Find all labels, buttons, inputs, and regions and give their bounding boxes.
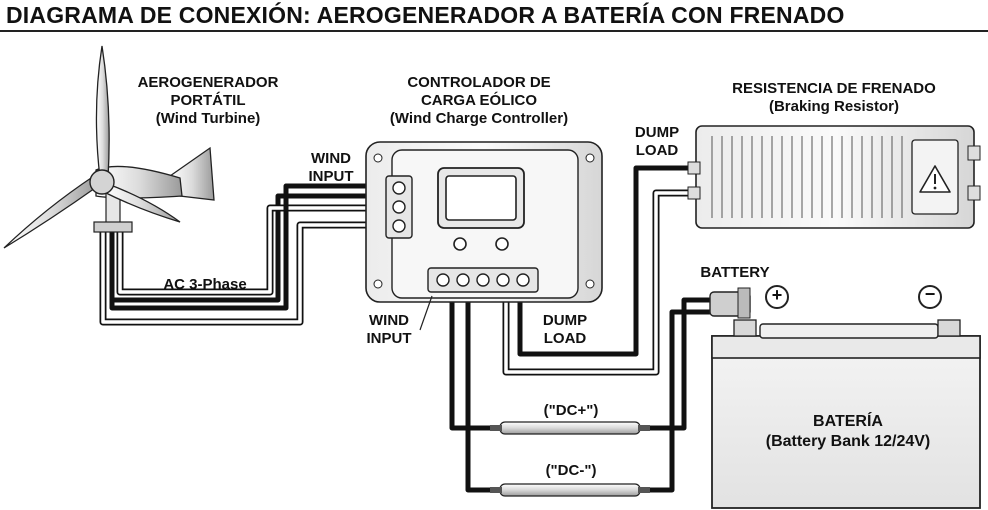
fuse-dc-minus [490, 483, 650, 497]
charge-controller [365, 141, 603, 303]
dc-minus-label: ("DC-") [545, 462, 597, 479]
dc-wire-a [449, 287, 503, 431]
dump-wire-black [517, 165, 693, 357]
dc-plus-label: ("DC+") [543, 402, 599, 419]
battery [709, 285, 981, 509]
dc-wire-b [465, 287, 503, 493]
braking-resistor [687, 125, 981, 229]
battery-label: BATERÍA(Battery Bank 12/24V) [765, 413, 931, 450]
battery-terminal-label: BATTERY [700, 264, 770, 281]
battery-minus-sign: − [924, 284, 936, 304]
resistor-label: RESISTENCIA DE FRENADO(Braking Resistor) [732, 80, 936, 115]
dc-wire-c [637, 297, 715, 431]
wires [99, 165, 715, 493]
ac-phase-label: AC 3-Phase [163, 276, 247, 293]
wind-turbine-icon [3, 45, 215, 249]
warning-icon [919, 165, 951, 193]
minus-icon [918, 285, 942, 309]
page-title: DIAGRAMA DE CONEXIÓN: AEROGENERADOR A BA… [6, 2, 845, 28]
title-divider [0, 30, 988, 32]
plus-icon [765, 285, 789, 309]
dc-wire-d [637, 309, 715, 493]
fuse-dc-plus [490, 421, 650, 435]
battery-plus-sign: + [771, 285, 783, 305]
